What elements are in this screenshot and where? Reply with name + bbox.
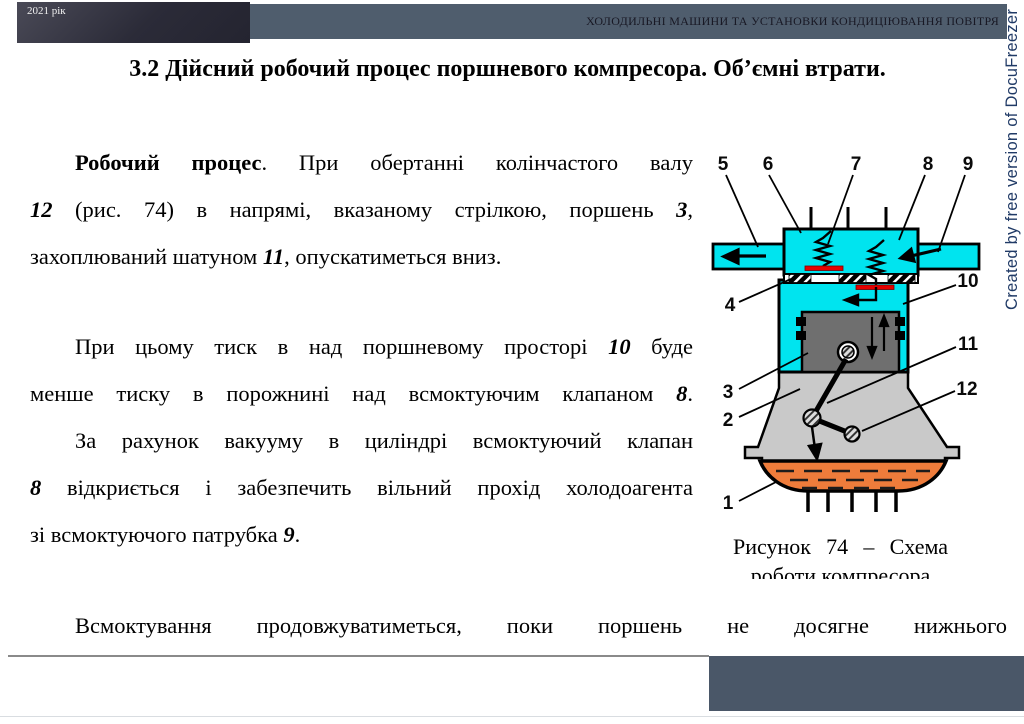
cooling-fins xyxy=(806,491,898,512)
discharge-valve-spring xyxy=(811,230,835,268)
connecting-rod xyxy=(809,357,849,420)
oil-sump xyxy=(757,459,949,493)
crank-pin xyxy=(843,425,861,443)
text-line: зі всмоктуючого патрубка 9. xyxy=(30,522,301,547)
label-8: 8 xyxy=(923,154,934,175)
label-5: 5 xyxy=(718,154,729,175)
text-line: Робочий процес. При обертанні колінчасто… xyxy=(75,150,693,175)
text-line: захоплюваний шатуном 11, опускатиметься … xyxy=(30,244,502,269)
bottom-paragraph: Всмоктування продовжуватиметься, поки по… xyxy=(30,606,1007,646)
label-9: 9 xyxy=(963,154,974,175)
rotation-arrow xyxy=(806,426,823,463)
label-12: 12 xyxy=(956,379,977,400)
footer-accent-rect xyxy=(709,656,1024,711)
valve-plate-hatch xyxy=(788,274,916,283)
text-line: При цьому тиск в над поршневому просторі… xyxy=(75,334,694,359)
crankcase xyxy=(743,368,961,464)
year-label: 2021 рік xyxy=(27,5,66,17)
label-11: 11 xyxy=(958,334,979,355)
label-6: 6 xyxy=(763,154,774,175)
suction-arrow xyxy=(897,246,942,264)
label-7: 7 xyxy=(851,154,862,175)
bottom-edge-line xyxy=(0,716,1024,717)
text-line: 12 (рис. 74) в напрямі, вказаному стрілк… xyxy=(30,197,693,222)
caption-line-2: роботи компресора xyxy=(750,563,931,579)
suction-flow-arrow xyxy=(841,287,878,307)
label-10: 10 xyxy=(957,271,978,292)
text-line: 8 відкриється і забезпечить вільний прох… xyxy=(30,475,693,500)
paragraph-2-3: При цьому тиск в над поршневому просторі… xyxy=(30,323,693,558)
paragraph-1: Робочий процес. При обертанні колінчасто… xyxy=(30,139,693,280)
slide-title: 3.2 Дійсний робочий процес поршневого ко… xyxy=(129,56,886,82)
head-studs xyxy=(809,207,888,229)
piston-rings xyxy=(796,317,905,340)
label-2: 2 xyxy=(723,410,734,431)
caption-line-1: Рисунок 74 – Схема xyxy=(733,534,948,559)
discharge-arrow xyxy=(720,247,766,266)
part-labels: 5 6 7 8 9 10 11 12 4 3 2 1 xyxy=(718,154,979,514)
course-title: ХОЛОДИЛЬНІ МАШИНИ ТА УСТАНОВКИ КОНДИЦІЮВ… xyxy=(586,14,999,28)
suction-pipe xyxy=(912,242,981,271)
leader-lines xyxy=(725,174,966,502)
label-4: 4 xyxy=(725,295,736,316)
text-line: За рахунок вакууму в циліндрі всмоктуючи… xyxy=(75,428,693,453)
discharge-valve xyxy=(804,265,844,271)
text-line: менше тиску в порожнині над всмоктуючим … xyxy=(30,381,693,406)
watermark-text: Created by free version of DocuFreezer xyxy=(1003,8,1021,310)
oil-dashes xyxy=(776,469,930,490)
figure-caption: Рисунок 74 – Схема роботи компресора xyxy=(733,532,948,579)
suction-valve-spring xyxy=(864,239,888,285)
compressor-diagram: 5 6 7 8 9 10 11 12 4 3 2 1 xyxy=(711,154,981,514)
gas-flow-arrows xyxy=(866,313,890,360)
label-1: 1 xyxy=(723,493,734,514)
crank-journal xyxy=(802,408,822,428)
label-3: 3 xyxy=(723,382,734,403)
divider-line xyxy=(8,655,709,657)
header-year-box: 2021 рік xyxy=(17,2,250,43)
text-line: Всмоктування продовжуватиметься, поки по… xyxy=(75,613,1007,638)
wrist-pin-core xyxy=(841,345,855,359)
cylinder-head xyxy=(782,227,920,277)
